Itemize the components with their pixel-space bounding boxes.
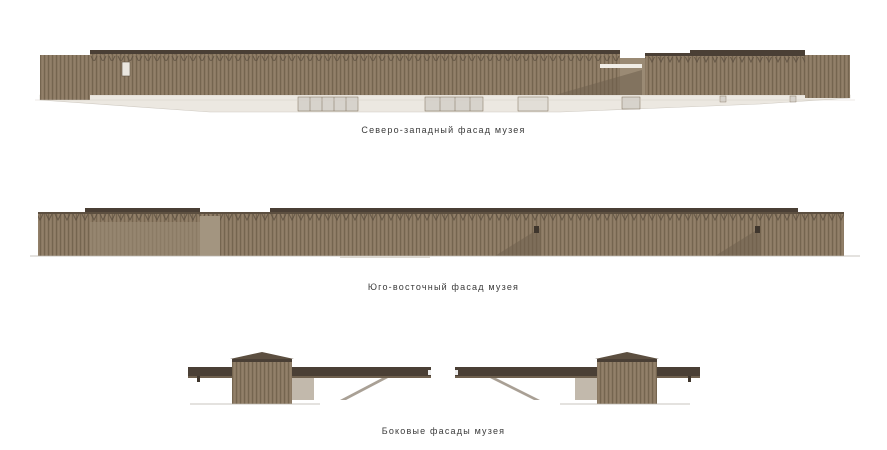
se-left-wing bbox=[90, 222, 200, 256]
nw-main-roof bbox=[90, 50, 620, 54]
nw-window bbox=[121, 61, 131, 77]
nw-entrance-3 bbox=[517, 96, 549, 112]
nw-entrance-4 bbox=[621, 96, 641, 110]
nw-entrance-2 bbox=[424, 96, 484, 112]
se-roof-left bbox=[85, 208, 200, 212]
northwest-elevation-drawing bbox=[35, 50, 855, 113]
southeast-elevation bbox=[0, 198, 887, 268]
nw-entrance-1 bbox=[297, 96, 359, 112]
side-elevations bbox=[0, 340, 887, 410]
nw-right-wing bbox=[805, 55, 850, 98]
se-roof-main bbox=[270, 208, 798, 212]
side-elevation-right bbox=[455, 352, 700, 405]
northwest-elevation-caption: Северо-западный фасад музея bbox=[361, 125, 526, 135]
nw-left-wing bbox=[40, 55, 90, 100]
northwest-elevation bbox=[0, 40, 887, 120]
side-elevations-caption: Боковые фасады музея bbox=[381, 426, 506, 436]
se-stair-shadow-2 bbox=[715, 228, 760, 256]
side-elevation-left bbox=[188, 352, 431, 405]
southeast-elevation-caption: Юго-восточный фасад музея bbox=[367, 282, 520, 292]
side-elevations-drawing bbox=[188, 352, 700, 405]
nw-stair-shadow bbox=[555, 70, 642, 95]
se-stair-shadow-1 bbox=[495, 228, 540, 256]
southeast-elevation-drawing bbox=[30, 208, 860, 258]
